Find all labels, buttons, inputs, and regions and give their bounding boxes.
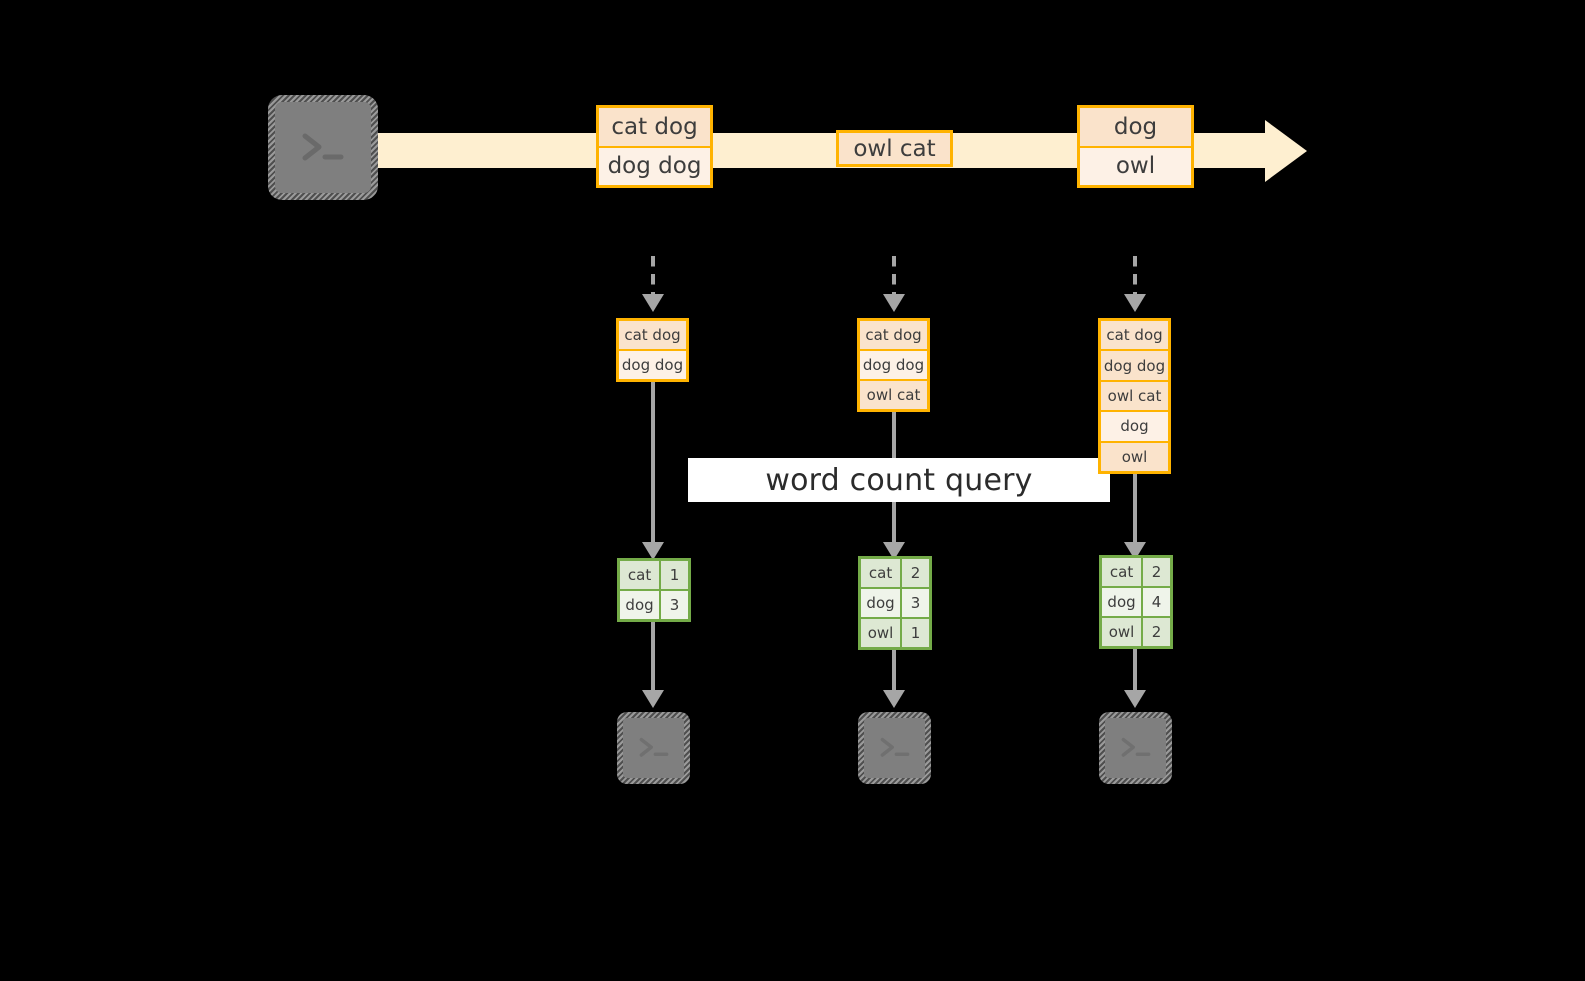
input-row: dog dog	[860, 351, 927, 381]
trigger-2-query-connector-head	[883, 542, 905, 560]
stream-event-batch-2[interactable]: owl cat	[836, 130, 953, 167]
trigger-1-sink-terminal-icon[interactable]	[617, 712, 690, 784]
trigger-3-stream-connector-head	[1124, 294, 1146, 312]
result-count: 2	[1143, 558, 1170, 586]
input-row: owl	[1101, 442, 1168, 472]
stream-event-line: owl cat	[839, 133, 950, 164]
trigger-1-query-connector	[651, 382, 655, 550]
trigger-2-sink-connector	[892, 650, 896, 697]
query-label: word count query	[765, 462, 1033, 498]
table-row: dog 3	[861, 589, 929, 619]
input-row: owl cat	[860, 381, 927, 409]
result-word: cat	[861, 559, 903, 587]
result-word: owl	[861, 619, 903, 647]
trigger-1-input-table[interactable]: cat dog dog dog	[616, 318, 689, 382]
trigger-2-sink-terminal-icon[interactable]	[858, 712, 931, 784]
result-count: 1	[661, 561, 688, 589]
trigger-3-stream-connector	[1133, 256, 1137, 298]
stream-arrow-head	[1265, 120, 1307, 182]
result-count: 2	[1143, 618, 1170, 646]
terminal-prompt-icon	[864, 718, 925, 778]
trigger-3-sink-connector-head	[1124, 690, 1146, 708]
stream-event-line: cat dog	[599, 108, 710, 148]
table-row: owl 1	[861, 619, 929, 647]
input-row: dog dog	[1101, 351, 1168, 382]
trigger-3-query-connector	[1133, 474, 1137, 550]
trigger-2-stream-connector-head	[883, 294, 905, 312]
stream-event-line: dog	[1080, 108, 1191, 148]
trigger-3-input-table[interactable]: cat dog dog dog owl cat dog owl	[1098, 318, 1171, 474]
trigger-2-result-table[interactable]: cat 2 dog 3 owl 1	[858, 556, 932, 650]
terminal-prompt-icon	[275, 102, 371, 193]
input-row: cat dog	[860, 321, 927, 351]
result-word: dog	[1102, 588, 1144, 616]
result-count: 1	[902, 619, 929, 647]
terminal-prompt-icon	[623, 718, 684, 778]
result-word: owl	[1102, 618, 1144, 646]
table-row: cat 2	[1102, 558, 1170, 588]
result-word: dog	[620, 591, 662, 619]
stream-event-batch-1[interactable]: cat dog dog dog	[596, 105, 713, 188]
trigger-3-sink-connector	[1133, 649, 1137, 697]
table-row: owl 2	[1102, 618, 1170, 646]
terminal-prompt-icon	[1105, 718, 1166, 778]
input-row: dog	[1101, 412, 1168, 443]
result-count: 3	[661, 591, 688, 619]
trigger-3-result-table[interactable]: cat 2 dog 4 owl 2	[1099, 555, 1173, 649]
result-word: dog	[861, 589, 903, 617]
input-row: cat dog	[1101, 321, 1168, 352]
stream-event-line: owl	[1080, 147, 1191, 185]
table-row: cat 2	[861, 559, 929, 589]
input-row: cat dog	[619, 321, 686, 351]
table-row: dog 3	[620, 591, 688, 619]
table-row: dog 4	[1102, 588, 1170, 618]
stream-event-batch-3[interactable]: dog owl	[1077, 105, 1194, 188]
input-row: dog dog	[619, 351, 686, 379]
query-label-band: word count query	[688, 458, 1110, 502]
trigger-1-sink-connector-head	[642, 690, 664, 708]
result-word: cat	[1102, 558, 1144, 586]
trigger-2-input-table[interactable]: cat dog dog dog owl cat	[857, 318, 930, 412]
result-count: 4	[1143, 588, 1170, 616]
trigger-2-stream-connector	[892, 256, 896, 298]
trigger-1-query-connector-head	[642, 542, 664, 560]
trigger-3-sink-terminal-icon[interactable]	[1099, 712, 1172, 784]
input-row: owl cat	[1101, 381, 1168, 413]
trigger-1-stream-connector-head	[642, 294, 664, 312]
result-word: cat	[620, 561, 662, 589]
stream-event-line: dog dog	[599, 147, 710, 185]
source-terminal-icon[interactable]	[268, 95, 378, 200]
result-count: 3	[902, 589, 929, 617]
table-row: cat 1	[620, 561, 688, 591]
trigger-1-stream-connector	[651, 256, 655, 298]
trigger-1-result-table[interactable]: cat 1 dog 3	[617, 558, 691, 622]
result-count: 2	[902, 559, 929, 587]
trigger-1-sink-connector	[651, 622, 655, 697]
trigger-2-sink-connector-head	[883, 690, 905, 708]
